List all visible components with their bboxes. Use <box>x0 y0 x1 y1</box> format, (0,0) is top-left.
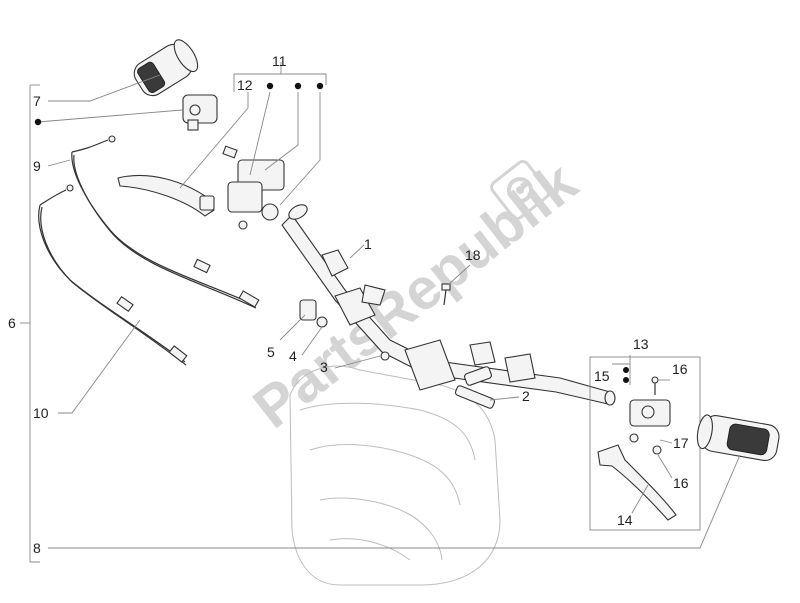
callout-9: 9 <box>33 158 41 174</box>
callout-5: 5 <box>267 344 275 360</box>
spacer-parts <box>299 299 390 361</box>
watermark-gear-icon <box>490 160 550 220</box>
callout-10: 10 <box>33 405 49 421</box>
right-lever-assembly-part <box>597 376 677 521</box>
master-cylinder-part <box>222 145 285 230</box>
screw-18-part <box>441 283 451 306</box>
callout-11: 11 <box>272 53 287 69</box>
callout-3: 3 <box>320 359 328 375</box>
callout-2: 2 <box>522 388 530 404</box>
callout-15: 15 <box>594 368 610 384</box>
right-grip-part <box>696 414 780 462</box>
switch-housing-part <box>182 94 218 131</box>
handlebar-part <box>281 204 616 406</box>
watermark-text: PartsRepublik <box>242 149 590 441</box>
callout-4: 4 <box>289 348 297 364</box>
watermark: PartsRepublik <box>242 149 590 441</box>
callout-18: 18 <box>465 247 481 263</box>
callout-1: 1 <box>364 236 372 252</box>
callout-17: 17 <box>673 435 689 451</box>
callout-13: 13 <box>633 336 649 352</box>
callout-14: 14 <box>617 512 633 528</box>
left-grip-part <box>133 39 199 97</box>
left-bracket <box>29 84 40 563</box>
callout-labels: 7 9 6 10 8 11 12 1 2 3 4 5 18 13 15 16 1… <box>8 53 689 556</box>
callout-16-bottom: 16 <box>673 475 689 491</box>
bullet-markers <box>34 82 629 383</box>
throttle-cable-10 <box>38 184 188 366</box>
callout-7: 7 <box>33 93 41 109</box>
bolt-2-part <box>454 366 496 409</box>
leader-lines <box>20 62 741 549</box>
left-brake-lever-part <box>117 174 215 217</box>
callout-6: 6 <box>8 315 16 331</box>
brake-cable-9 <box>71 135 260 309</box>
callout-16-top: 16 <box>672 361 688 377</box>
callout-12: 12 <box>237 77 253 93</box>
callout-8: 8 <box>33 540 41 556</box>
